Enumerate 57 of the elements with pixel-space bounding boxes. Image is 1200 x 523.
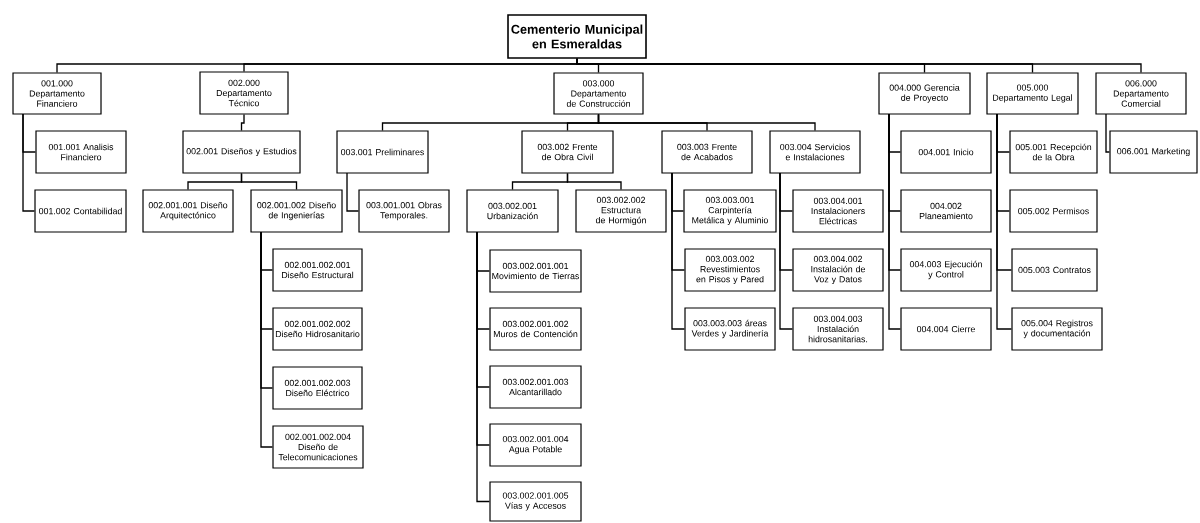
wbs-box: 001.001 Analisis Financiero	[35, 130, 127, 174]
connector-line	[597, 113, 816, 132]
wbs-box: 003.002.001.003 Alcantarillado	[489, 365, 582, 409]
wbs-box: 002.000 Departamento Técnico	[199, 71, 289, 115]
wbs-box: 002.001.002.001 Diseño Estructural	[272, 248, 363, 292]
wbs-box: 003.004.002 Instalación de Voz y Datos	[792, 248, 884, 292]
wbs-box: 002.001.002 Diseño de Ingenierías	[250, 189, 343, 233]
connector-line	[888, 113, 902, 330]
wbs-box: 003.003.001 Carpintería Metálica y Aluminio	[683, 189, 777, 233]
connector-line	[260, 231, 274, 448]
connector-line	[22, 113, 36, 212]
wbs-box: 001.002 Contabilidad	[34, 189, 127, 233]
wbs-box: 003.004.001 Instalacioners Eléctricas	[792, 189, 884, 233]
title-box: Cementerio Municipal en Esmeraldas	[507, 14, 647, 59]
wbs-box: 003.004.003 Instalación hidrosanitarias.	[792, 307, 884, 351]
connector-line	[996, 113, 1013, 330]
wbs-box: 003.003.003 áreas Verdes y Jardinería	[684, 307, 776, 351]
wbs-box: 003.002.001 Urbanización	[466, 189, 559, 233]
wbs-box: 004.001 Inicio	[900, 130, 992, 174]
connector-line	[240, 113, 245, 132]
connector-line	[566, 172, 622, 191]
wbs-box: 003.000 Departamento de Construcción	[553, 72, 644, 115]
wbs-box: 003.002.001.004 Agua Potable	[489, 423, 582, 467]
wbs-box: 003.002.002 Estructura de Hormigón	[575, 189, 667, 233]
wbs-box: 004.004 Cierre	[900, 307, 992, 351]
wbs-box: 005.004 Registros y documentación	[1011, 307, 1103, 351]
wbs-box: 002.001 Diseños y Estudios	[182, 130, 301, 174]
wbs-box: 003.001.001 Obras Temporales.	[358, 189, 450, 233]
wbs-box: 002.001.002.002 Diseño Hidrosanitario	[272, 307, 363, 351]
wbs-box: 005.002 Permisos	[1009, 189, 1098, 233]
wbs-box: 005.003 Contratos	[1011, 248, 1098, 292]
wbs-box: 003.003.002 Revestimientos en Pisos y Pared	[684, 248, 776, 292]
wbs-box: 004.003 Ejecución y Control	[900, 248, 992, 292]
wbs-box: 002.001.001 Diseño Arquitectónico	[142, 189, 234, 233]
connector-line	[779, 172, 794, 330]
wbs-box: 001.000 Departamento Financiero	[12, 72, 102, 115]
wbs-box: 003.003 Frente de Acabados	[661, 130, 753, 174]
wbs-box: 003.002.001.001 Movimiento de Tierras	[489, 249, 582, 293]
wbs-box: 006.000 Departamento Comercial	[1095, 72, 1187, 115]
wbs-box: 002.001.002.004 Diseño de Telecomunicaciones	[272, 425, 364, 469]
wbs-box: 005.000 Departamento Legal	[986, 72, 1079, 115]
wbs-box: 003.002 Frente de Obra Civil	[521, 130, 614, 174]
connector-line	[240, 172, 298, 191]
wbs-box: 003.001 Preliminares	[336, 130, 429, 174]
wbs-box: 004.000 Gerencia de Proyecto	[878, 72, 971, 115]
connector-line	[576, 58, 1142, 74]
wbs-box: 002.001.002.003 Diseño Eléctrico	[272, 366, 363, 410]
wbs-box: 006.001 Marketing	[1109, 130, 1198, 174]
wbs-box: 003.004 Servicios e Instalaciones	[769, 130, 861, 174]
wbs-box: 004.002 Planeamiento	[900, 189, 992, 233]
connector-line	[1105, 113, 1111, 153]
wbs-box: 003.002.001.005 Vías y Accesos	[489, 481, 582, 522]
connector-line	[346, 172, 360, 212]
connector-line	[671, 172, 686, 330]
wbs-box: 003.002.001.002 Muros de Contención	[489, 307, 582, 351]
wbs-box: 005.001 Recepción de la Obra	[1009, 130, 1098, 174]
connector-line	[476, 231, 491, 503]
